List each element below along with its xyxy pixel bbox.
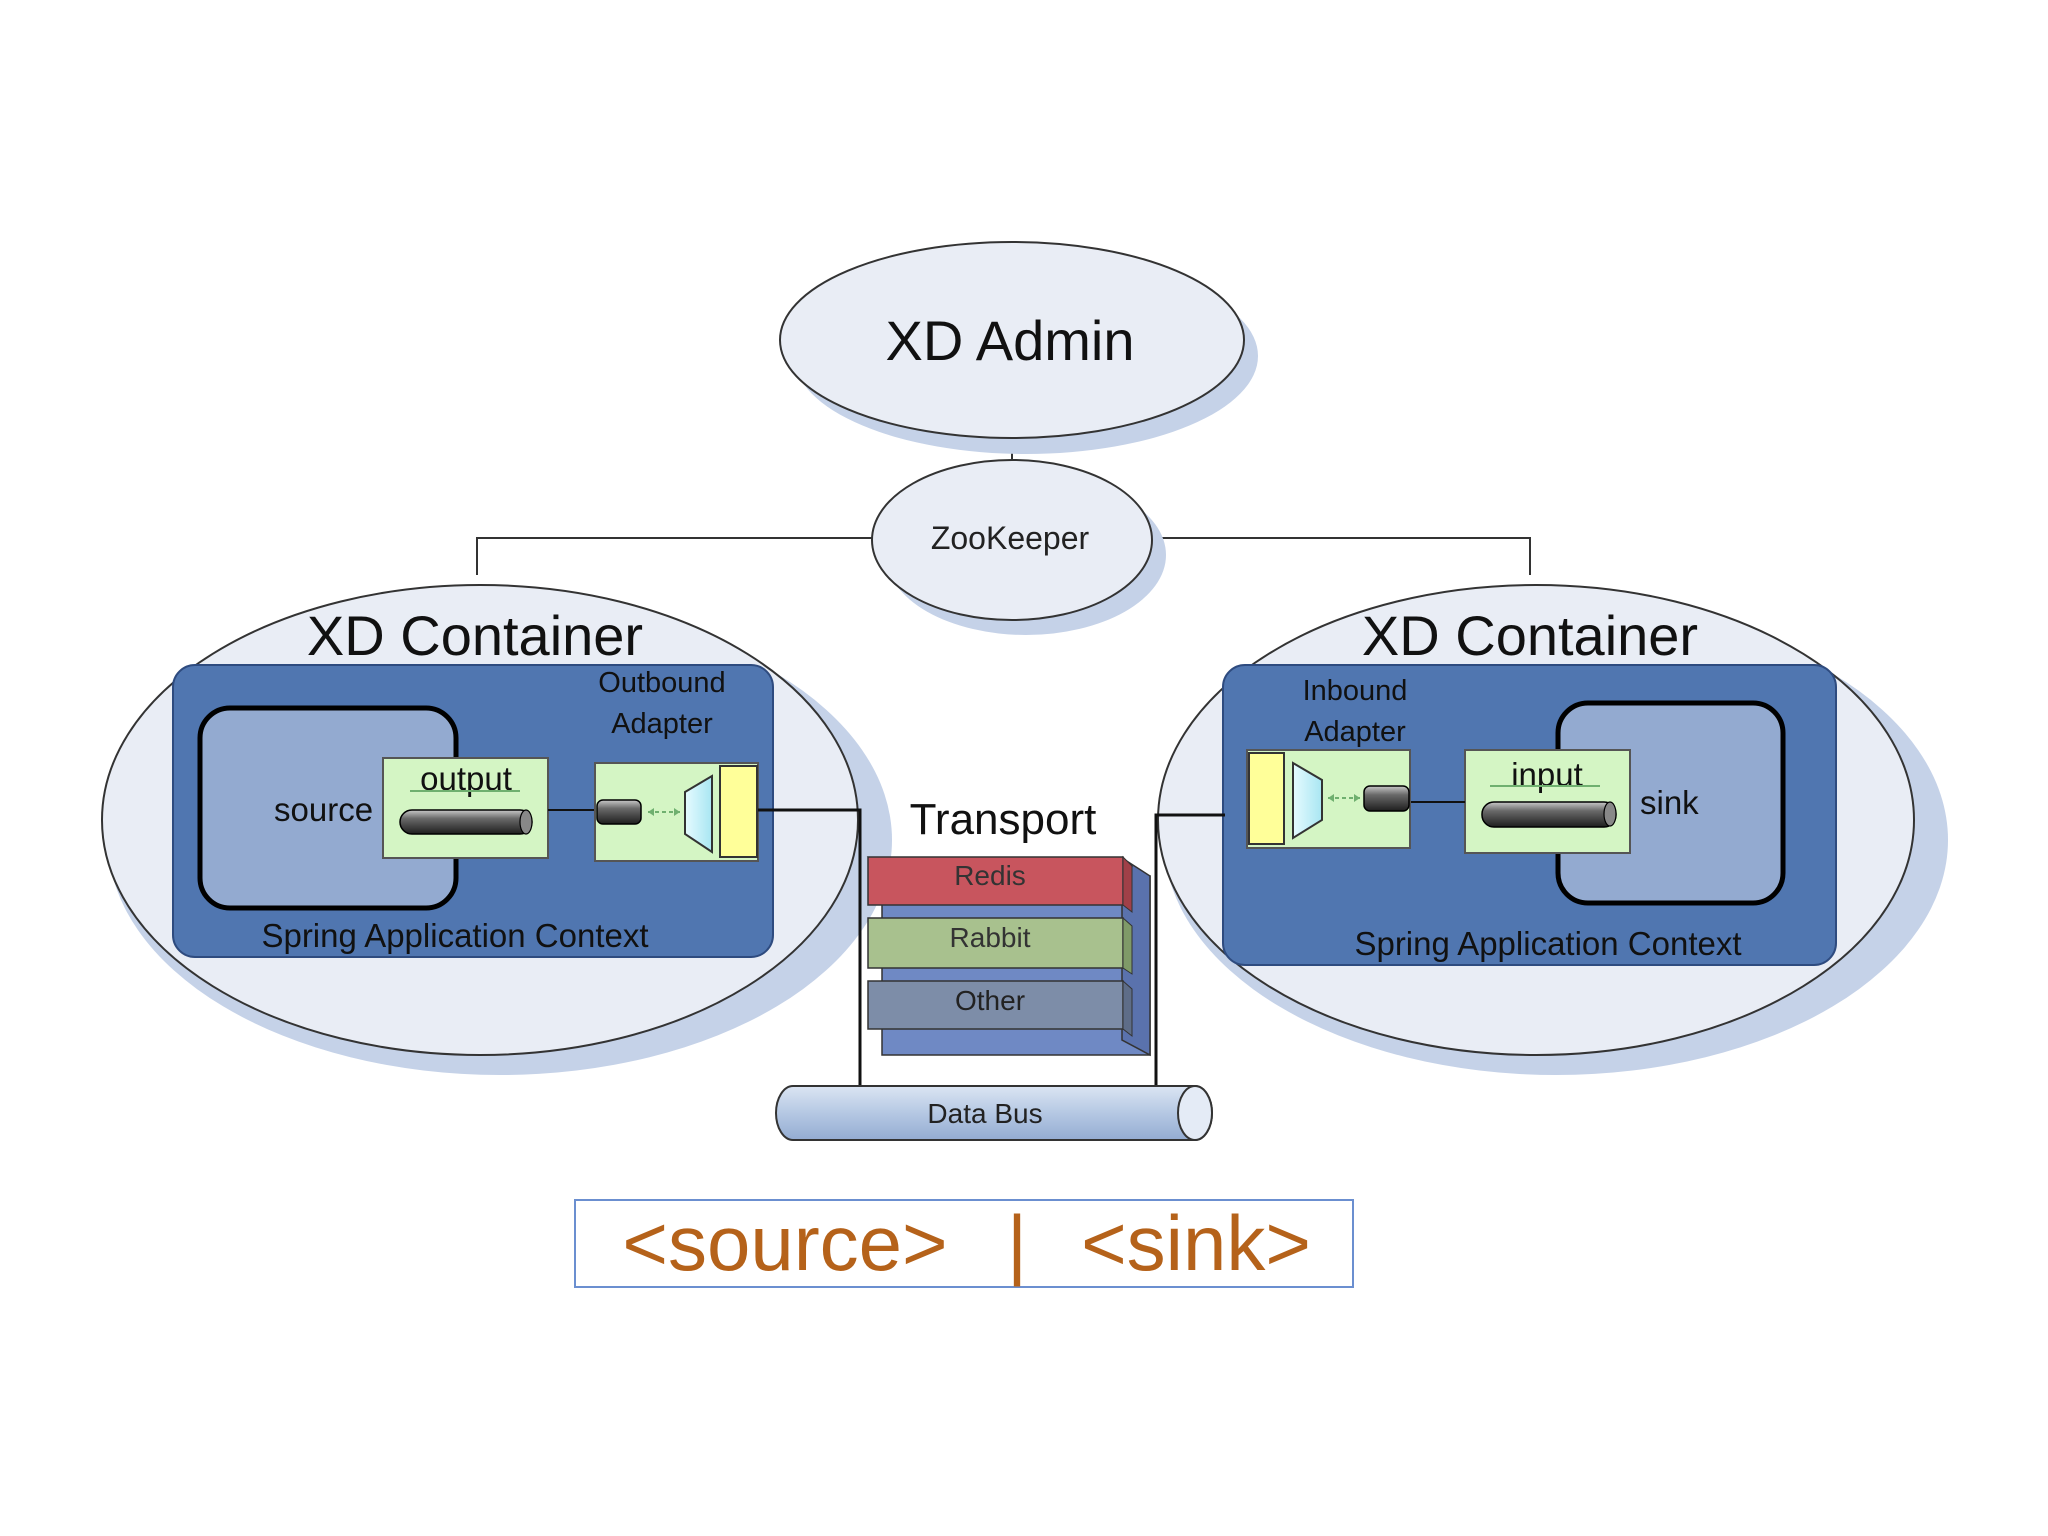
transport-title: Transport <box>910 795 1097 844</box>
inbound-adapter <box>1246 749 1411 849</box>
stream-dsl-separator: | <box>1007 1199 1027 1287</box>
left-adapter-label-line1: Outbound <box>598 667 725 699</box>
sink-module-label: sink <box>1640 784 1699 821</box>
transport-layer-other-label: Other <box>955 985 1025 1016</box>
left-xd-container: XD Container Spring Application Context … <box>101 584 892 1090</box>
inbound-adapter-plug <box>1363 785 1410 812</box>
transport-layer-other: Other <box>867 979 1133 1038</box>
transport-layer-redis-label: Redis <box>954 860 1026 891</box>
inbound-adapter-yellow-block <box>1248 752 1285 845</box>
zookeeper-node: ZooKeeper <box>871 459 1166 635</box>
right-adapter-label-line1: Inbound <box>1303 675 1408 707</box>
transport-layer-redis: Redis <box>866 855 1134 914</box>
stream-dsl-box: <source> | <sink> <box>574 1199 1354 1288</box>
transport-layer-rabbit: Rabbit <box>867 916 1133 975</box>
xd-admin-label: XD Admin <box>886 309 1135 372</box>
left-context-label: Spring Application Context <box>261 917 648 954</box>
output-channel-box <box>382 757 549 859</box>
transport: Transport Redis Rabbit Other <box>866 795 1151 1057</box>
data-bus-label: Data Bus <box>927 1098 1042 1129</box>
left-adapter-label-line2: Adapter <box>611 708 713 740</box>
right-adapter-label-line2: Adapter <box>1304 716 1406 748</box>
inbound-adapter-funnel <box>1292 761 1323 840</box>
source-module-label: source <box>274 791 373 828</box>
outbound-adapter-funnel <box>684 774 713 854</box>
outbound-adapter-yellow-block <box>719 765 758 858</box>
data-bus: Data Bus <box>775 1085 1213 1141</box>
zookeeper-label: ZooKeeper <box>931 520 1090 556</box>
output-pipe <box>399 809 533 835</box>
outbound-adapter <box>594 762 759 862</box>
input-channel-label: input <box>1511 756 1583 793</box>
stream-dsl-source: <source> <box>622 1199 947 1287</box>
stream-dsl-sink: <sink> <box>1081 1199 1311 1287</box>
xd-admin-node: XD Admin <box>779 241 1258 454</box>
right-xd-container: XD Container Spring Application Context … <box>1154 584 1948 1090</box>
right-container-title: XD Container <box>1362 604 1698 667</box>
transport-layer-rabbit-label: Rabbit <box>950 922 1031 953</box>
input-pipe <box>1481 801 1617 828</box>
outbound-adapter-plug <box>596 799 642 825</box>
right-context-label: Spring Application Context <box>1354 925 1741 962</box>
left-container-title: XD Container <box>307 604 643 667</box>
